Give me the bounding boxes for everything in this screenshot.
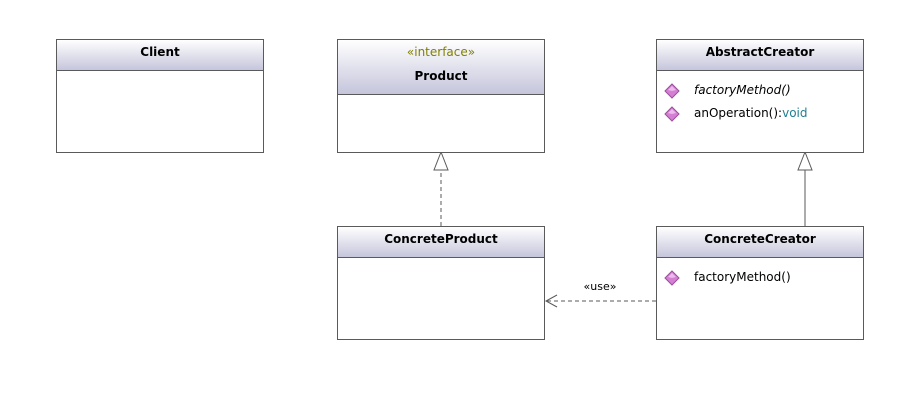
class-concrete-product[interactable]: ConcreteProduct bbox=[337, 226, 545, 340]
use-dependency-label: «use» bbox=[584, 280, 617, 293]
operation-label: factoryMethod() bbox=[694, 83, 791, 97]
class-header: Client bbox=[57, 40, 263, 71]
interface-product[interactable]: «interface» Product bbox=[337, 39, 545, 153]
class-header: AbstractCreator bbox=[657, 40, 863, 71]
operation-diamond-icon bbox=[664, 270, 680, 286]
operation-row[interactable]: anOperation():void bbox=[657, 104, 863, 127]
generalization-arrowhead bbox=[797, 150, 813, 171]
stereotype-label: «interface» bbox=[406, 45, 476, 59]
class-concrete-creator[interactable]: ConcreteCreator factoryMethod() bbox=[656, 226, 864, 340]
class-name: Client bbox=[140, 45, 180, 59]
realization-arrowhead bbox=[433, 150, 449, 171]
class-name: AbstractCreator bbox=[705, 45, 815, 59]
class-name: ConcreteCreator bbox=[704, 232, 816, 246]
class-client[interactable]: Client bbox=[56, 39, 264, 153]
operation-diamond-icon bbox=[664, 106, 680, 122]
operation-signature: anOperation():void bbox=[694, 104, 808, 122]
operation-row[interactable]: factoryMethod() bbox=[657, 81, 863, 104]
operations-compartment: factoryMethod() anOperation():void bbox=[657, 71, 863, 127]
operation-label: factoryMethod() bbox=[694, 270, 791, 284]
class-header: ConcreteProduct bbox=[338, 227, 544, 258]
use-dependency-arrowhead bbox=[544, 294, 558, 308]
class-name: ConcreteProduct bbox=[384, 232, 498, 246]
operation-row[interactable]: factoryMethod() bbox=[657, 268, 863, 291]
class-header: ConcreteCreator bbox=[657, 227, 863, 258]
class-name: Product bbox=[414, 69, 468, 83]
class-header: «interface» Product bbox=[338, 40, 544, 95]
operations-compartment: factoryMethod() bbox=[657, 258, 863, 291]
operation-label: anOperation(): bbox=[694, 106, 783, 120]
class-abstract-creator[interactable]: AbstractCreator factoryMethod() anOperat… bbox=[656, 39, 864, 153]
return-type: void bbox=[782, 106, 808, 120]
operation-diamond-icon bbox=[664, 83, 680, 99]
